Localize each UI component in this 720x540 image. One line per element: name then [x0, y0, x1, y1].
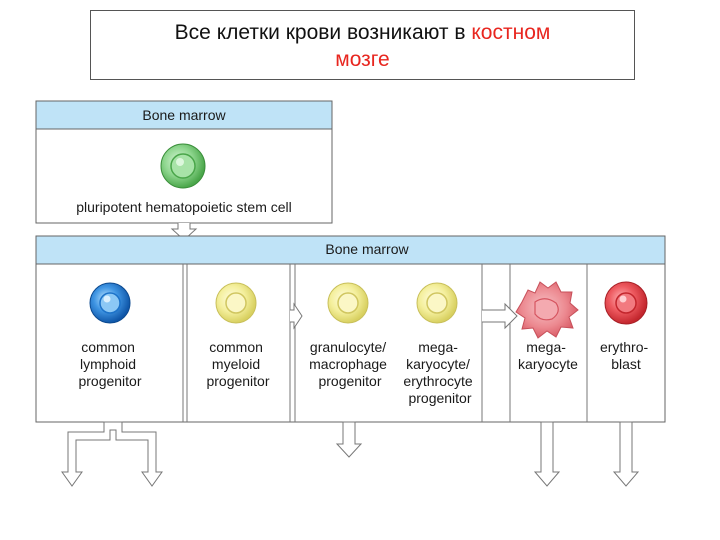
lymphoid-progenitor-cell: [89, 282, 131, 324]
megakaryocyte-erythrocyte-label: mega- karyocyte/ erythrocyte progenitor: [403, 339, 476, 406]
label-line: karyocyte/: [406, 356, 470, 372]
title-prefix: Все клетки крови возникают в: [174, 21, 472, 44]
title-accent-1: костном: [471, 21, 551, 44]
label-line: mega-: [418, 339, 458, 355]
myeloid-progenitor-label: common myeloid progenitor: [206, 339, 269, 389]
label-line: erythro-: [600, 339, 649, 355]
label-line: lymphoid: [80, 356, 136, 372]
megakaryocyte-label: mega- karyocyte: [518, 339, 578, 372]
label-line: common: [209, 339, 263, 355]
label-line: common: [81, 339, 135, 355]
bottom-panel-header-bar: [35, 235, 666, 265]
label-line: erythrocyte: [403, 373, 472, 389]
megakaryocyte-erythrocyte-progenitor-cell: [416, 282, 458, 324]
stem-cell: [160, 143, 206, 189]
myeloid-progenitor-cell: [215, 282, 257, 324]
output-arrows: [61, 421, 640, 487]
label-line: progenitor: [78, 373, 141, 389]
top-panel-header: Bone marrow: [142, 107, 226, 123]
arrow-right-megakaryocyte: [482, 302, 518, 330]
title-box: Все клетки крови возникают в костном моз…: [90, 10, 635, 80]
top-panel-header-bar: [35, 100, 333, 130]
megakaryocyte-down-arrow: [533, 421, 561, 487]
erythroblast-cell: [604, 281, 648, 325]
top-panel: Bone marrow pluripotent hematopoietic st…: [35, 100, 333, 224]
bottom-panel: Bone marrow: [35, 235, 666, 423]
label-line: progenitor: [206, 373, 269, 389]
label-line: progenitor: [318, 373, 381, 389]
arrow-right-myeloid: [290, 302, 303, 330]
granulocyte-macrophage-progenitor-cell: [327, 282, 369, 324]
erythroblast-label: erythro- blast: [600, 339, 652, 372]
label-line: progenitor: [408, 390, 471, 406]
label-line: macrophage: [309, 356, 387, 372]
granulocyte-down-arrow: [335, 421, 363, 458]
stem-cell-label: pluripotent hematopoietic stem cell: [76, 199, 292, 215]
lymphoid-progenitor-label: common lymphoid progenitor: [78, 339, 141, 389]
label-line: myeloid: [212, 356, 260, 372]
label-line: mega-: [526, 339, 566, 355]
label-line: blast: [611, 356, 641, 372]
granulocyte-macrophage-label: granulocyte/ macrophage progenitor: [309, 339, 391, 389]
bottom-panel-header: Bone marrow: [325, 241, 409, 257]
label-line: karyocyte: [518, 356, 578, 372]
erythroblast-down-arrow: [612, 421, 640, 487]
title-accent-2: мозге: [335, 48, 390, 71]
label-line: granulocyte/: [310, 339, 386, 355]
lymphoid-branch-arrow: [61, 421, 163, 487]
megakaryocyte-cell: [515, 281, 579, 339]
